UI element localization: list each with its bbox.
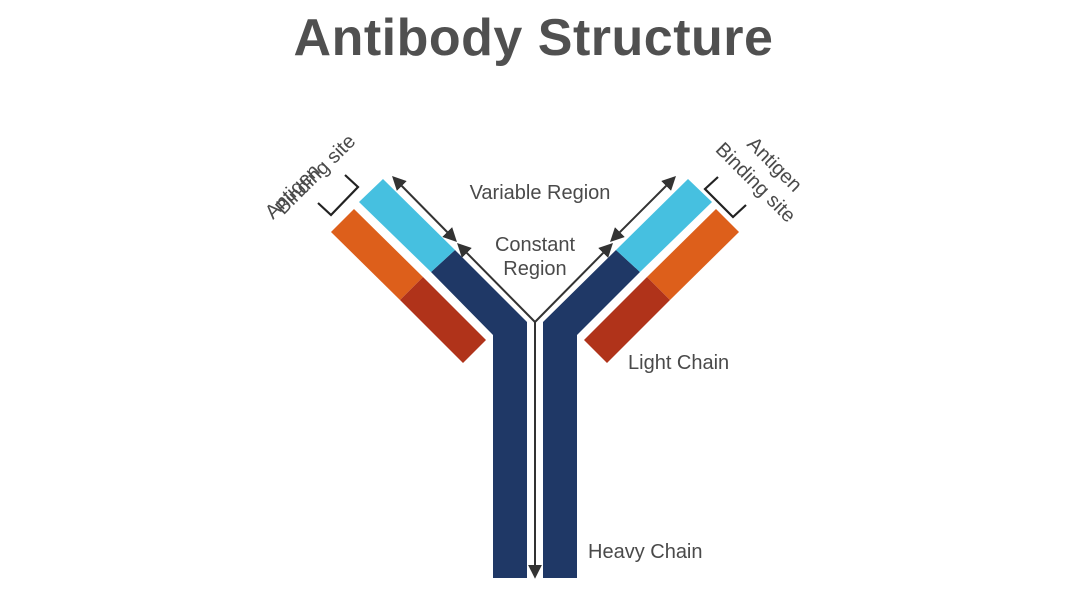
light-chain-right-red: [584, 277, 670, 363]
antigen-bracket-right: [703, 176, 747, 219]
variable-region-arrow-left: [392, 176, 457, 242]
diagram-title: Antibody Structure: [293, 9, 774, 67]
constant-region-label-line2: Region: [503, 258, 566, 280]
heavy-chain-left: [431, 250, 527, 578]
variable-region-label: Variable Region: [470, 182, 611, 204]
light-chain-right-orange: [647, 209, 739, 300]
light-chain-label: Light Chain: [628, 352, 729, 374]
constant-region-arrow-left: [457, 243, 536, 323]
variable-region-arrow-right: [610, 176, 676, 242]
constant-region-label-line1: Constant: [495, 234, 575, 256]
heavy-chain-label: Heavy Chain: [588, 541, 703, 563]
antigen-bracket-left: [317, 174, 360, 217]
heavy-chain-right: [543, 250, 640, 578]
antigen-label-left-line2: Binding site: [271, 130, 360, 219]
light-chain-left-orange: [331, 209, 423, 300]
constant-region-arrow-right: [534, 243, 613, 323]
light-chain-left-red: [400, 277, 486, 363]
